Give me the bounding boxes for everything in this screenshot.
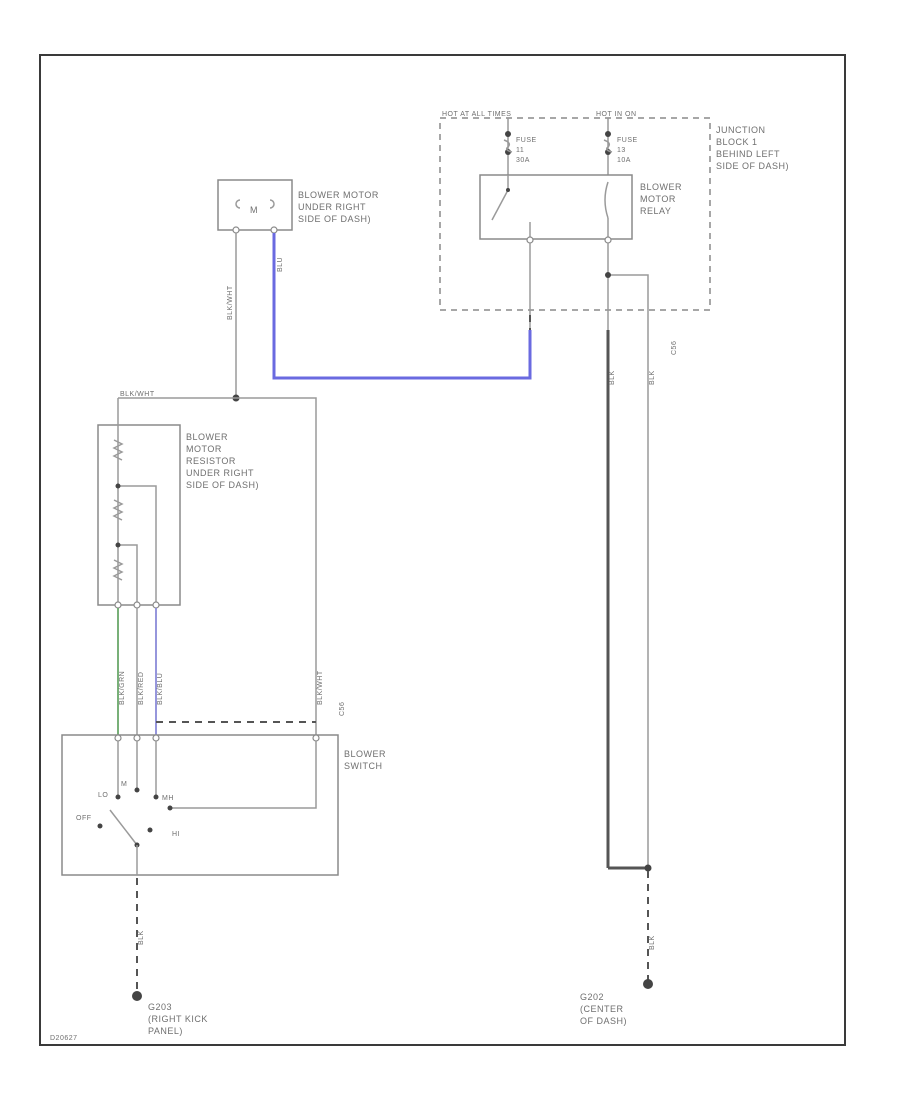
svg-text:RELAY: RELAY: [640, 206, 671, 216]
svg-text:FUSE: FUSE: [516, 137, 537, 144]
svg-text:JUNCTION: JUNCTION: [716, 125, 766, 135]
diagram-code: D20627: [50, 1035, 78, 1042]
svg-text:BLOWER: BLOWER: [640, 182, 682, 192]
switch-pos-m: M: [121, 781, 127, 788]
blower-motor-relay-label: BLOWER MOTOR RELAY: [640, 182, 682, 216]
svg-text:SIDE OF DASH): SIDE OF DASH): [298, 214, 371, 224]
svg-text:(CENTER: (CENTER: [580, 1004, 624, 1014]
motor-symbol: M: [250, 205, 258, 215]
junction-block-outline: [439, 117, 711, 311]
svg-text:MOTOR: MOTOR: [640, 194, 676, 204]
svg-text:BEHIND LEFT: BEHIND LEFT: [716, 149, 780, 159]
svg-text:30A: 30A: [516, 157, 530, 164]
svg-text:G202: G202: [580, 992, 604, 1002]
ground-left-wire-label: BLK: [138, 930, 145, 945]
ground-right-wire-label: BLK: [649, 935, 656, 950]
ground-left-label: G203 (RIGHT KICK PANEL): [148, 1002, 208, 1036]
svg-text:RESISTOR: RESISTOR: [186, 456, 236, 466]
hot-at-all-times-label: HOT AT ALL TIMES: [442, 111, 511, 118]
blower-motor: M BLOWER MOTOR UNDER RIGHT SIDE OF DASH): [217, 179, 379, 234]
switch-feed-wire-label: BLK/WHT: [317, 670, 324, 705]
relay-coil-branch: [608, 274, 649, 330]
svg-text:MOTOR: MOTOR: [186, 444, 222, 454]
diagram-frame: [39, 54, 846, 1046]
motor-to-relay-wire-label: BLU: [277, 257, 284, 272]
svg-text:BLOWER: BLOWER: [344, 749, 386, 759]
motor-to-relay-blue-wire: [272, 233, 532, 380]
svg-text:13: 13: [617, 147, 626, 154]
connector-c56-label-1: C56: [339, 702, 346, 716]
switch-pos-hi: HI: [172, 831, 180, 838]
svg-text:OF DASH): OF DASH): [580, 1016, 627, 1026]
svg-text:PANEL): PANEL): [148, 1026, 183, 1036]
blower-switch: LO M OFF MH HI BLOWER SWITCH: [61, 734, 386, 876]
fuse-13: FUSE 13 10A: [603, 118, 638, 175]
ground-splice-dot: [644, 864, 652, 872]
switch-pos-mh: MH: [162, 795, 174, 802]
relay-ground-wire-1-label: BLK: [609, 370, 616, 385]
switch-feed-wire: [118, 397, 317, 735]
relay-ground-wire-2-label: BLK: [649, 370, 656, 385]
blower-motor-resistor-label: BLOWER MOTOR RESISTOR UNDER RIGHT SIDE O…: [186, 432, 259, 490]
svg-text:SIDE OF DASH): SIDE OF DASH): [716, 161, 789, 171]
ground-left-symbol: [132, 991, 142, 1001]
motor-to-resistor-wire-label: BLK/WHT: [227, 285, 234, 320]
resistor-wire-2-label: BLK/RED: [138, 672, 145, 705]
ground-right-label: G202 (CENTER OF DASH): [580, 992, 627, 1026]
svg-text:SIDE OF DASH): SIDE OF DASH): [186, 480, 259, 490]
svg-text:11: 11: [516, 147, 524, 154]
svg-text:SWITCH: SWITCH: [344, 761, 383, 771]
svg-text:BLOCK 1: BLOCK 1: [716, 137, 758, 147]
blower-switch-label: BLOWER SWITCH: [344, 749, 386, 771]
ground-right-symbol: [643, 979, 653, 989]
splice-top-label: BLK/WHT: [120, 391, 155, 398]
junction-block-label: JUNCTION BLOCK 1 BEHIND LEFT SIDE OF DAS…: [716, 125, 789, 171]
switch-pos-lo: LO: [98, 792, 108, 799]
svg-text:FUSE: FUSE: [617, 137, 638, 144]
switch-pos-off: OFF: [76, 815, 92, 822]
svg-text:G203: G203: [148, 1002, 172, 1012]
connector-c56-label-2: C56: [671, 341, 678, 355]
blower-motor-resistor: BLOWER MOTOR RESISTOR UNDER RIGHT SIDE O…: [97, 398, 259, 609]
resistor-wire-1-label: BLK/GRN: [119, 671, 126, 705]
resistor-wire-3-label: BLK/BLU: [157, 673, 164, 705]
hot-in-on-label: HOT IN ON: [596, 111, 637, 118]
blower-motor-relay: BLOWER MOTOR RELAY: [479, 174, 682, 244]
svg-text:BLOWER MOTOR: BLOWER MOTOR: [298, 190, 379, 200]
svg-text:UNDER RIGHT: UNDER RIGHT: [298, 202, 366, 212]
fuse-11: FUSE 11 30A: [503, 118, 537, 175]
svg-text:UNDER RIGHT: UNDER RIGHT: [186, 468, 254, 478]
svg-text:(RIGHT KICK: (RIGHT KICK: [148, 1014, 208, 1024]
blower-motor-label: BLOWER MOTOR UNDER RIGHT SIDE OF DASH): [298, 190, 379, 224]
svg-text:BLOWER: BLOWER: [186, 432, 228, 442]
svg-text:10A: 10A: [617, 157, 631, 164]
